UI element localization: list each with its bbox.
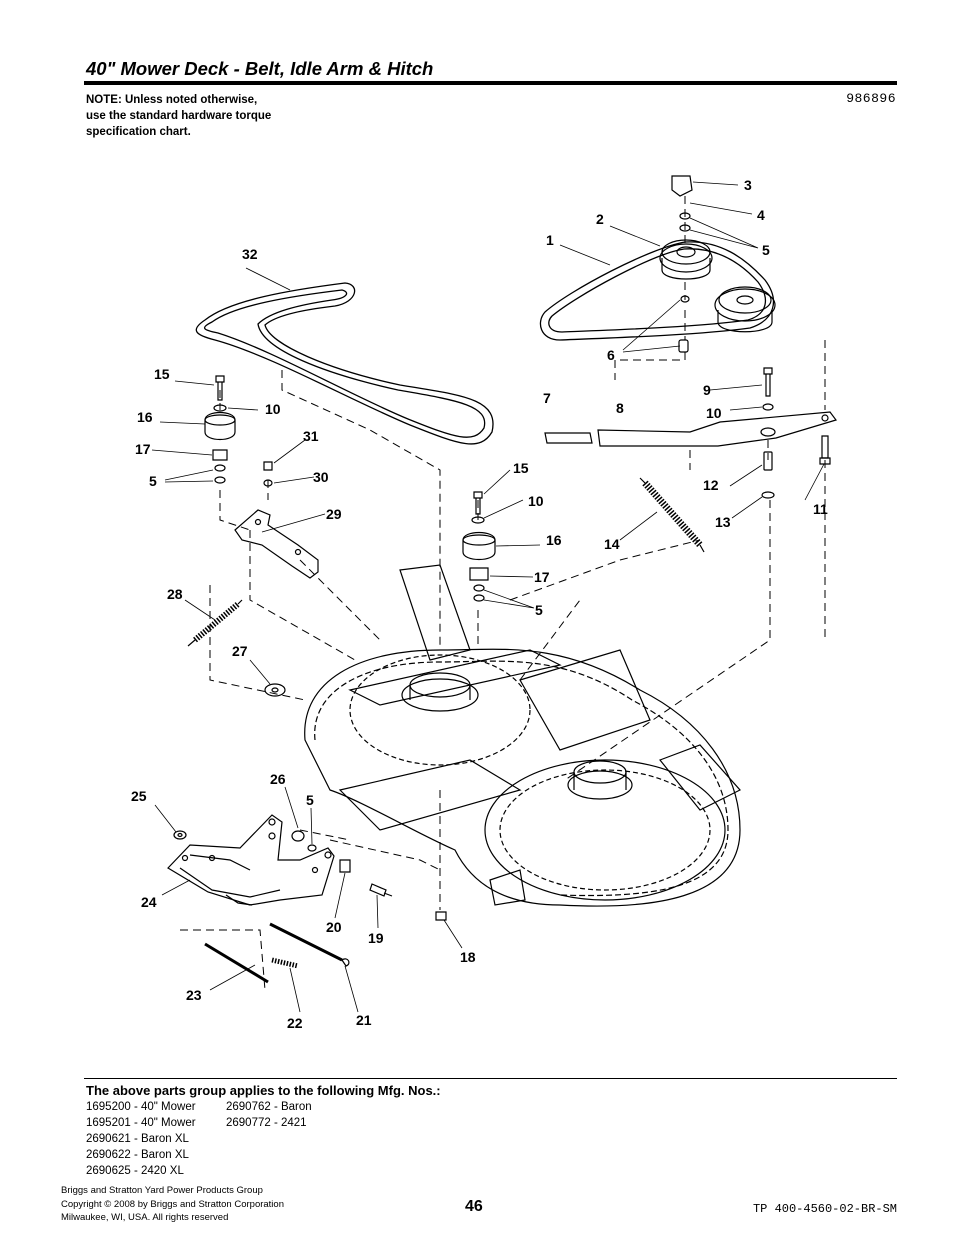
mower-deck: [304, 564, 741, 907]
callout-32: 32: [242, 246, 258, 262]
hitch-24: [167, 814, 335, 906]
callout-15: 15: [513, 460, 529, 476]
mfg-list-col2: 2690762 - Baron 2690772 - 2421: [226, 1099, 312, 1131]
callout-2: 2: [596, 211, 604, 227]
assembly-lines: [180, 196, 826, 991]
callout-30: 30: [313, 469, 329, 485]
note-line: use the standard hardware torque: [86, 110, 272, 122]
torque-note: NOTE: Unless noted otherwise, use the st…: [86, 92, 326, 140]
callout-11: 11: [813, 501, 828, 517]
belt-1: [539, 241, 774, 341]
header-rule: [84, 81, 897, 85]
left-pulley-stack: [204, 375, 236, 484]
mfg-item: 2690621 - Baron XL: [86, 1133, 189, 1145]
document-id: TP 400-4560-02-BR-SM: [752, 1202, 897, 1216]
callout-10: 10: [706, 405, 722, 421]
callout-1: 1: [546, 232, 554, 248]
mfg-item: 2690625 - 2420 XL: [86, 1165, 184, 1177]
callout-15: 15: [154, 366, 170, 382]
callout-3: 3: [744, 177, 752, 193]
callout-22: 22: [287, 1015, 303, 1031]
callout-19: 19: [368, 930, 384, 946]
spring-28: [187, 599, 243, 647]
callout-8: 8: [616, 400, 624, 416]
mfg-item: 2690772 - 2421: [226, 1117, 307, 1129]
page-number: 46: [465, 1198, 483, 1215]
callout-4: 4: [757, 207, 765, 223]
applies-heading: The above parts group applies to the fol…: [86, 1083, 441, 1098]
callout-26: 26: [270, 771, 286, 787]
hitch-hardware: [173, 830, 447, 984]
callout-16: 16: [546, 532, 562, 548]
footer-rule: [84, 1078, 897, 1079]
mfg-item: 1695200 - 40" Mower: [86, 1101, 196, 1113]
diagram-number: 986896: [846, 91, 896, 106]
mfg-item: 2690622 - Baron XL: [86, 1149, 189, 1161]
callout-29: 29: [326, 506, 342, 522]
callout-12: 12: [703, 477, 719, 493]
callout-labels: 1 2 3 4 5 6 7 8 9 10 10 10 11 12 13 14 1…: [131, 177, 828, 1031]
callout-10: 10: [528, 493, 544, 509]
callout-14: 14: [604, 536, 620, 552]
copyright-block: Briggs and Stratton Yard Power Products …: [61, 1184, 284, 1225]
callout-6: 6: [607, 347, 615, 363]
idler-arm-8: [544, 411, 837, 447]
callout-13: 13: [715, 514, 731, 530]
note-line: specification chart.: [86, 126, 191, 138]
callout-17: 17: [135, 441, 151, 457]
pulley-2: [659, 239, 713, 280]
callout-16: 16: [137, 409, 153, 425]
callout-24: 24: [141, 894, 157, 910]
callout-27: 27: [232, 643, 248, 659]
callout-leaders: [151, 181, 825, 1013]
bracket-29: [234, 461, 319, 579]
callout-7: 7: [543, 390, 551, 406]
callout-5: 5: [149, 473, 157, 489]
mfg-list-col1: 1695200 - 40" Mower 1695201 - 40" Mower …: [86, 1099, 196, 1179]
callout-18: 18: [460, 949, 476, 965]
right-pulley-stack: [462, 491, 496, 602]
idler-pulley: [714, 286, 776, 333]
callout-28: 28: [167, 586, 183, 602]
callout-9: 9: [703, 382, 711, 398]
belt-32: [195, 282, 494, 445]
washer-27: [264, 683, 286, 697]
copyright-line: Milwaukee, WI, USA. All rights reserved: [61, 1212, 229, 1223]
callout-23: 23: [186, 987, 202, 1003]
copyright-line: Copyright © 2008 by Briggs and Stratton …: [61, 1198, 284, 1210]
mfg-item: 1695201 - 40" Mower: [86, 1117, 196, 1129]
callout-21: 21: [356, 1012, 372, 1028]
page-title: 40" Mower Deck - Belt, Idle Arm & Hitch: [86, 58, 434, 79]
idler-arm-hardware: [761, 367, 831, 499]
note-line: NOTE: Unless noted otherwise,: [86, 94, 258, 106]
copyright-line: Briggs and Stratton Yard Power Products …: [61, 1185, 263, 1196]
callout-20: 20: [326, 919, 342, 935]
callout-17: 17: [534, 569, 550, 585]
callout-25: 25: [131, 788, 147, 804]
spring-14: [639, 477, 705, 553]
callout-31: 31: [303, 428, 319, 444]
mfg-item: 2690762 - Baron: [226, 1101, 312, 1113]
callout-5: 5: [762, 242, 770, 258]
callout-10: 10: [265, 401, 281, 417]
parts-diagram: 1 2 3 4 5 6 7 8 9 10 10 10 11 12 13 14 1…: [131, 175, 837, 1031]
callout-5: 5: [535, 602, 543, 618]
callout-5: 5: [306, 792, 314, 808]
